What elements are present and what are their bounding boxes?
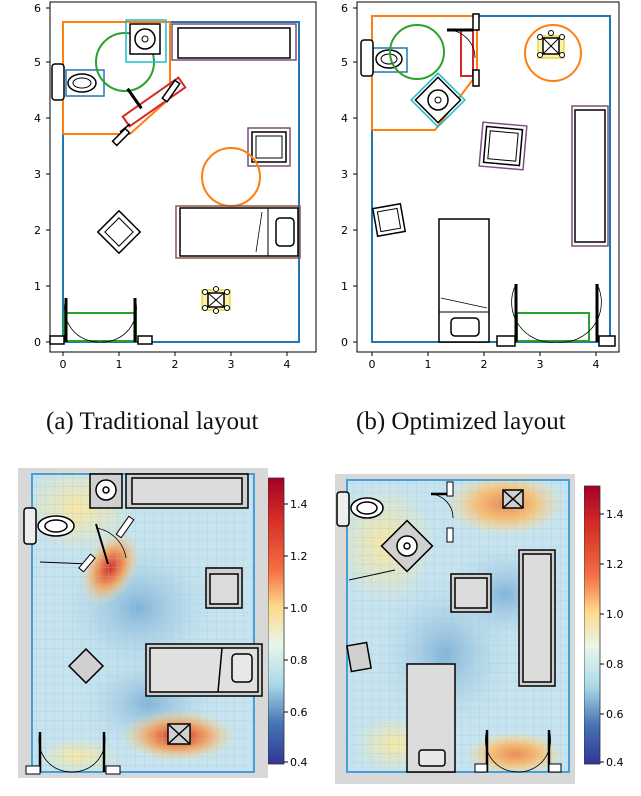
colorbar-a-tick-3: 0.8: [290, 654, 308, 667]
heatmap-a-furniture: [23, 473, 263, 745]
plot-b-ytick-3: 3: [341, 168, 348, 181]
wardrobe-top: [171, 23, 297, 61]
heatmap-traditional: [18, 468, 268, 778]
plot-a-frame: [49, 1, 317, 353]
plot-a-xtick-1: 1: [116, 358, 123, 371]
colorbar-b-tick-3: 0.8: [606, 658, 624, 671]
turning-circle-room: [201, 147, 261, 207]
plot-a-xtick-2: 2: [172, 358, 179, 371]
bathroom-door-jamb: [161, 79, 181, 103]
bathroom-zone-b: [371, 15, 478, 131]
plot-b-xtick-1: 1: [425, 358, 432, 371]
colorbar-a-tick-2: 1.0: [290, 602, 308, 615]
plot-b-ytick-0: 0: [341, 336, 348, 349]
plot-b-frame: [356, 1, 620, 353]
armchair-left-b: [371, 202, 407, 238]
heatmap-optimized: [335, 474, 575, 784]
colorbar-a-tick-0: 1.4: [290, 498, 308, 511]
plot-a-x-axis: 0 1 2 3 4: [60, 352, 291, 371]
heatmap-b-doors: [348, 481, 562, 773]
plot-b-ytick-5: 5: [341, 56, 348, 69]
bathroom-door-jamb-2: [111, 127, 131, 147]
heatmap-b-furniture: [336, 489, 556, 773]
entrance-door-b: [496, 283, 616, 347]
plot-b-ytick-6: 6: [341, 2, 348, 15]
caption-b: (b) Optimized layout: [356, 408, 566, 435]
toilet-b: [360, 39, 408, 77]
plot-a-xtick-0: 0: [60, 358, 67, 371]
plot-a-ytick-2: 2: [34, 224, 41, 237]
plot-b-xtick-4: 4: [593, 358, 600, 371]
colorbar-b-tick-2: 1.0: [606, 608, 624, 621]
wardrobe-right-b: [571, 105, 609, 247]
armchair-middle-b: [478, 121, 528, 171]
plot-b-xtick-0: 0: [369, 358, 376, 371]
armchair-left: [96, 209, 142, 255]
colorbar-b-tick-5: 0.4: [606, 756, 624, 769]
colorbar-b-tick-1: 1.2: [606, 558, 624, 571]
room-walls-b: [371, 15, 611, 343]
plot-b-ytick-2: 2: [341, 224, 348, 237]
armchair-right: [247, 127, 291, 167]
turning-circle-room-b: [524, 24, 582, 82]
plot-b-ytick-4: 4: [341, 112, 348, 125]
plot-a-ytick-1: 1: [34, 280, 41, 293]
plot-a-y-axis: 0 1 2 3 4 5 6: [34, 2, 50, 349]
plot-a-xtick-4: 4: [284, 358, 291, 371]
colorbar-b: 1.4 1.2 1.0 0.8 0.6 0.4: [584, 485, 624, 769]
plot-a-ytick-0: 0: [34, 336, 41, 349]
turning-circle-bathroom-b: [389, 24, 445, 80]
side-table: [201, 286, 231, 314]
heatmap-a-doors: [25, 515, 135, 775]
plot-a-xtick-3: 3: [228, 358, 235, 371]
colorbar-a: 1.4 1.2 1.0 0.8 0.6 0.4: [268, 477, 308, 769]
plot-a-ytick-3: 3: [34, 168, 41, 181]
colorbar-b-tick-0: 1.4: [606, 508, 624, 521]
colorbar-a-tick-5: 0.4: [290, 756, 308, 769]
colorbar-a-tick-4: 0.6: [290, 706, 308, 719]
caption-a: (a) Traditional layout: [46, 408, 259, 435]
plot-optimized-layout: 0 1 2 3 4 5 6 0 1 2 3 4: [341, 1, 620, 371]
bathroom-door: [121, 76, 187, 128]
colorbar-b-tick-4: 0.6: [606, 708, 624, 721]
entrance-door: [49, 297, 153, 345]
plot-a-ytick-5: 5: [34, 56, 41, 69]
bed: [175, 205, 301, 259]
plot-b-ytick-1: 1: [341, 280, 348, 293]
sink-b: [410, 72, 466, 128]
toilet: [51, 63, 105, 101]
plot-b-x-axis: 0 1 2 3 4: [369, 352, 600, 371]
bed-b: [438, 218, 490, 343]
side-table-b: [537, 30, 565, 59]
colorbar-a-tick-1: 1.2: [290, 550, 308, 563]
room-walls: [62, 21, 300, 343]
plot-a-ytick-6: 6: [34, 2, 41, 15]
plot-b-xtick-3: 3: [537, 358, 544, 371]
sink: [125, 19, 167, 63]
bathroom-door-b: [446, 13, 480, 87]
plot-a-ytick-4: 4: [34, 112, 41, 125]
plot-b-xtick-2: 2: [481, 358, 488, 371]
plot-traditional-layout: 0 1 2 3 4 5 6 0 1 2 3 4: [34, 1, 317, 371]
plot-b-y-axis: 0 1 2 3 4 5 6: [341, 2, 357, 349]
